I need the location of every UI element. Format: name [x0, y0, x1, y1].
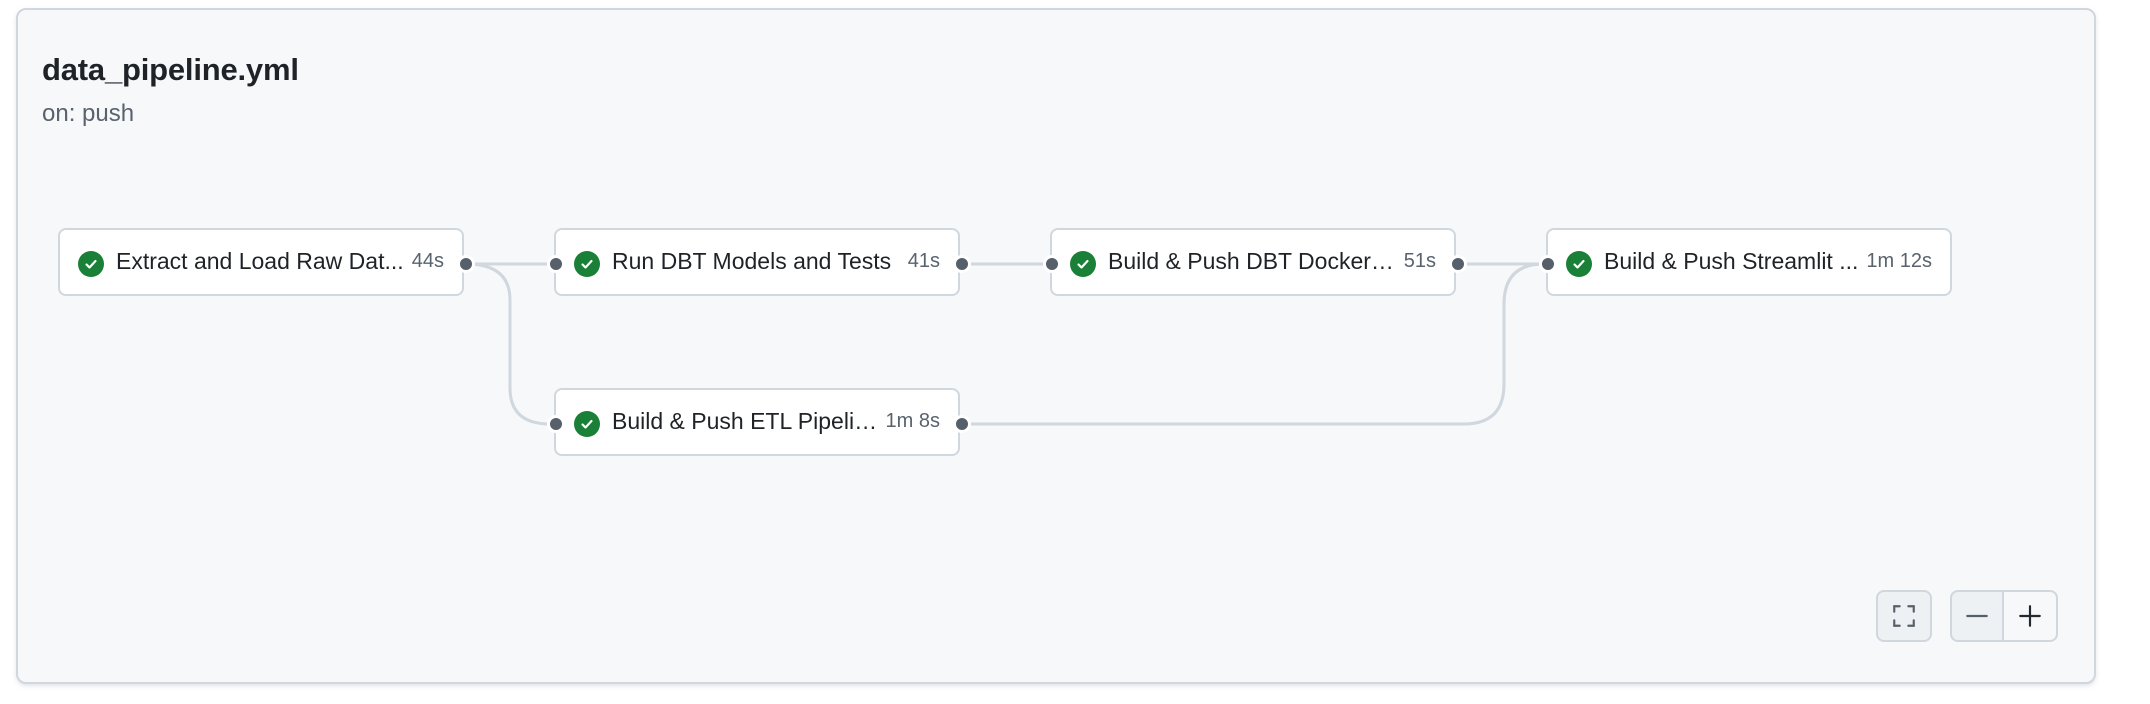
connector-dot-etl-in: [547, 415, 565, 433]
job-build-push-streamlit[interactable]: Build & Push Streamlit ... 1m 12s: [1546, 228, 1952, 296]
connector-dot-etl-out: [953, 415, 971, 433]
workflow-title: data_pipeline.yml: [42, 52, 299, 87]
connector-dot-extract-out: [457, 255, 475, 273]
job-build-push-dbt-docker[interactable]: Build & Push DBT Docker I... 51s: [1050, 228, 1456, 296]
workflow-graph-panel: [16, 8, 2096, 684]
connector-dot-docker-in: [1043, 255, 1061, 273]
minus-icon: [1966, 614, 1988, 618]
job-name: Build & Push ETL Pipelin...: [612, 408, 882, 434]
job-duration: 1m 12s: [1866, 250, 1932, 272]
job-name: Run DBT Models and Tests: [612, 248, 892, 274]
job-name: Build & Push DBT Docker I...: [1108, 248, 1398, 274]
connector-dot-dbt-out: [953, 255, 971, 273]
success-check-icon: [78, 251, 104, 277]
success-check-icon: [574, 251, 600, 277]
job-extract-and-load[interactable]: Extract and Load Raw Dat... 44s: [58, 228, 464, 296]
success-check-icon: [574, 411, 600, 437]
job-duration: 1m 8s: [885, 410, 940, 432]
zoom-in-button[interactable]: [2002, 590, 2058, 642]
connector-dot-docker-out: [1449, 255, 1467, 273]
workflow-trigger: on: push: [42, 100, 135, 127]
success-check-icon: [1566, 251, 1592, 277]
plus-icon: [2019, 605, 2041, 627]
job-duration: 41s: [907, 250, 940, 272]
success-check-icon: [1070, 251, 1096, 277]
job-duration: 51s: [1403, 250, 1436, 272]
job-name: Build & Push Streamlit ...: [1604, 248, 1859, 274]
connector-dot-dbt-in: [547, 255, 565, 273]
job-build-push-etl-pipeline[interactable]: Build & Push ETL Pipelin... 1m 8s: [554, 388, 960, 456]
connector-dot-streamlit-in: [1539, 255, 1557, 273]
fullscreen-button[interactable]: [1876, 590, 1932, 642]
fullscreen-icon: [1893, 605, 1915, 627]
zoom-out-button[interactable]: [1950, 590, 2004, 642]
job-name: Extract and Load Raw Dat...: [116, 248, 404, 274]
job-run-dbt-models[interactable]: Run DBT Models and Tests 41s: [554, 228, 960, 296]
job-duration: 44s: [411, 250, 444, 272]
